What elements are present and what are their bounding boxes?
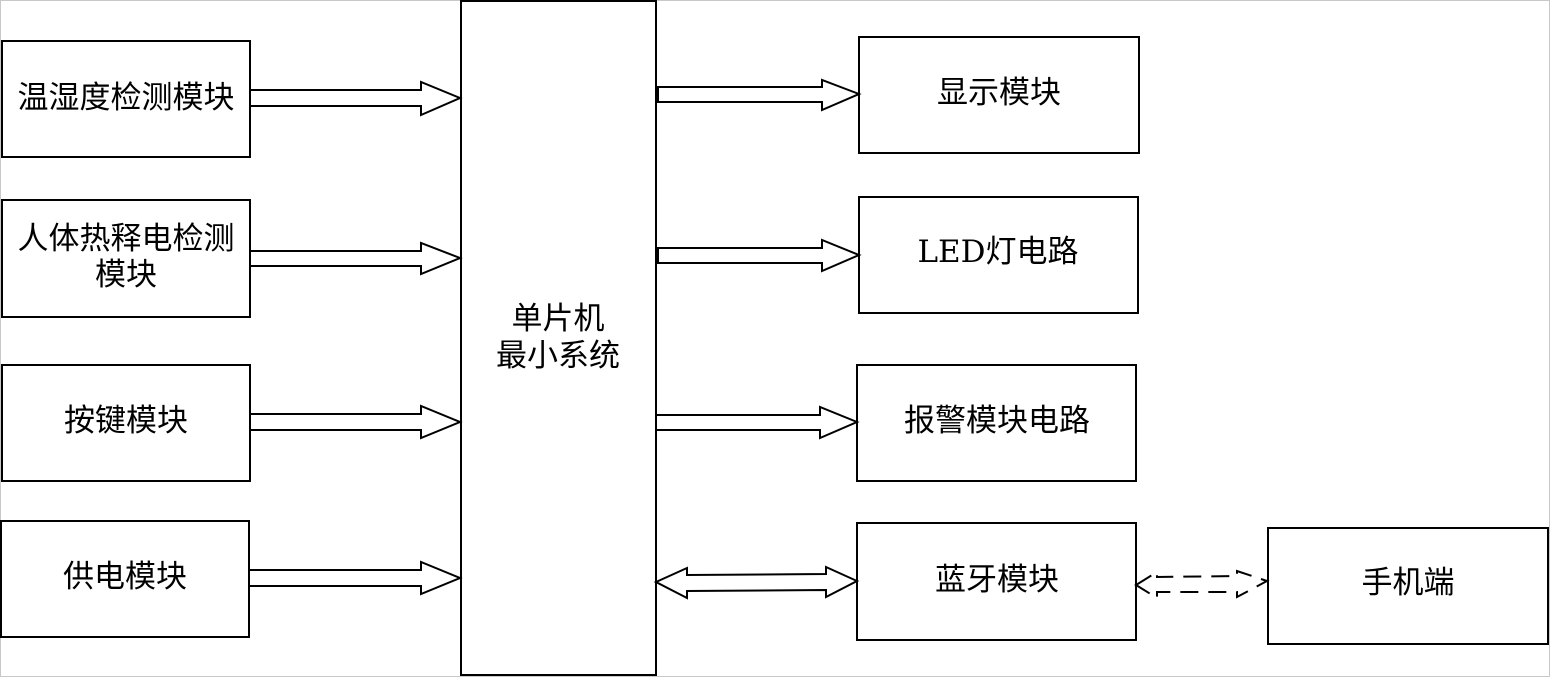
- pir-label-line2: 模块: [95, 257, 157, 293]
- arrow-temp-humidity-to-mcu: [249, 80, 463, 117]
- arrow-power-to-mcu: [248, 560, 463, 596]
- phone-label: 手机端: [1362, 565, 1455, 601]
- display-label: 显示模块: [937, 75, 1061, 111]
- alarm-module: 报警模块电路: [856, 364, 1137, 482]
- arrow-keys-to-mcu: [249, 404, 463, 440]
- bluetooth-label: 蓝牙模块: [935, 562, 1059, 598]
- temp-humidity-module: 温湿度检测模块: [1, 40, 251, 158]
- display-module: 显示模块: [858, 36, 1140, 154]
- temp-humidity-label: 温湿度检测模块: [18, 80, 235, 116]
- mcu-block: 单片机 最小系统: [460, 0, 657, 676]
- led-label: LED灯电路: [917, 234, 1078, 270]
- arrow-pir-to-mcu: [249, 241, 463, 276]
- bluetooth-module: 蓝牙模块: [856, 522, 1137, 641]
- pir-box: [1, 199, 251, 318]
- pir-module: 人体热释电检测 模块: [1, 199, 251, 318]
- led-module: LED灯电路: [858, 196, 1139, 314]
- arrow-mcu-to-led: [657, 238, 862, 273]
- mcu-label-line1: 单片机: [512, 301, 605, 337]
- phone-box: [1267, 527, 1549, 645]
- power-box: [0, 520, 250, 638]
- arrow-mcu-to-alarm: [655, 405, 860, 440]
- power-label: 供电模块: [63, 559, 187, 595]
- power-module: 供电模块: [0, 520, 250, 638]
- arrow-mcu-bluetooth-bidirectional: [653, 565, 860, 600]
- alarm-label: 报警模块电路: [904, 403, 1090, 439]
- keys-module: 按键模块: [1, 364, 251, 482]
- led-box: [858, 196, 1139, 314]
- alarm-box: [856, 364, 1137, 482]
- bluetooth-box: [856, 522, 1137, 641]
- keys-box: [1, 364, 251, 482]
- pir-label-line1: 人体热释电检测: [18, 221, 235, 257]
- mcu-label-line2: 最小系统: [496, 338, 620, 374]
- arrow-bluetooth-phone-wireless-dashed: [1134, 569, 1270, 600]
- keys-label: 按键模块: [64, 403, 188, 439]
- phone-module: 手机端: [1267, 527, 1549, 645]
- mcu-box: [460, 0, 657, 676]
- arrow-mcu-to-display: [657, 78, 862, 112]
- temp-humidity-box: [1, 40, 251, 158]
